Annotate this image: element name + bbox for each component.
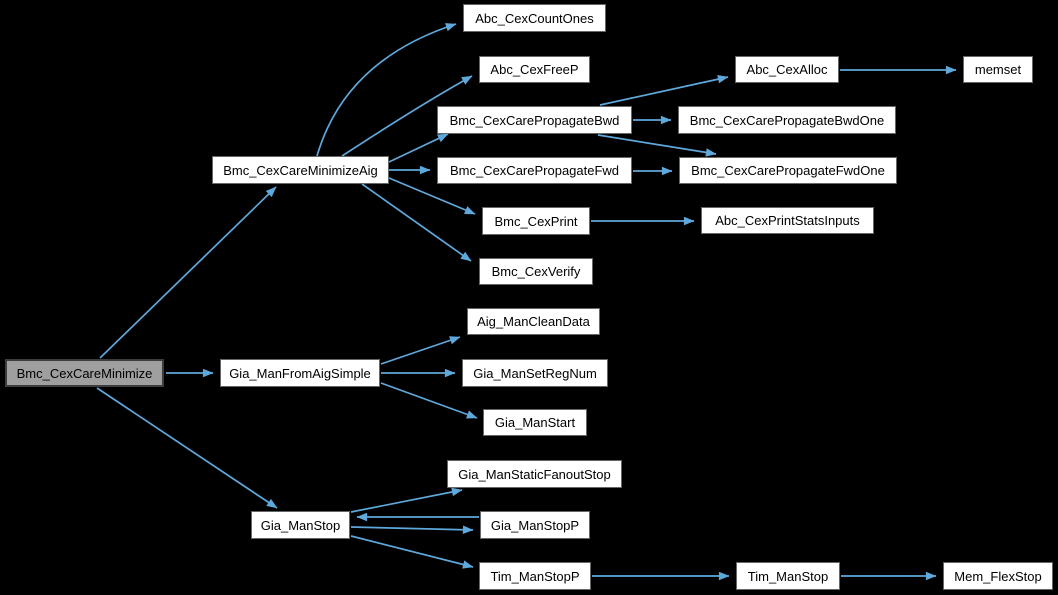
call-edge-Bmc_CexCarePropagateBwd--Bmc_CexCarePropagateFwdOne bbox=[597, 134, 717, 157]
graph-node-Mem_FlexStop[interactable]: Mem_FlexStop bbox=[943, 562, 1053, 590]
call-edge-Bmc_CexCareMinimizeAig--Bmc_CexPrint bbox=[388, 177, 476, 215]
graph-node-label: Bmc_CexPrint bbox=[494, 213, 578, 229]
graph-node-Tim_ManStop[interactable]: Tim_ManStop bbox=[736, 562, 840, 590]
graph-node-label: Abc_CexCountOnes bbox=[475, 10, 594, 26]
graph-node-Abc_CexAlloc[interactable]: Abc_CexAlloc bbox=[735, 56, 839, 83]
graph-node-Gia_ManSetRegNum[interactable]: Gia_ManSetRegNum bbox=[462, 359, 608, 387]
call-edge-Bmc_CexCareMinimizeAig--Abc_CexCountOnes bbox=[316, 23, 457, 157]
graph-node-label: Bmc_CexVerify bbox=[491, 264, 581, 279]
call-edge-Gia_ManFromAigSimple--Aig_ManCleanData bbox=[380, 336, 461, 365]
graph-node-Bmc_CexCarePropagateFwdOne[interactable]: Bmc_CexCarePropagateFwdOne bbox=[679, 157, 897, 184]
call-edge-Gia_ManStop--Gia_ManStaticFanoutStop bbox=[350, 487, 463, 513]
graph-node-label: Tim_ManStopP bbox=[490, 568, 580, 584]
graph-node-label: Abc_CexAlloc bbox=[746, 62, 828, 77]
graph-node-Bmc_CexPrint[interactable]: Bmc_CexPrint bbox=[482, 207, 590, 235]
graph-node-label: Bmc_CexCarePropagateBwd bbox=[449, 112, 620, 128]
graph-node-Gia_ManStaticFanoutStop[interactable]: Gia_ManStaticFanoutStop bbox=[447, 460, 622, 488]
graph-node-label: Abc_CexFreeP bbox=[490, 62, 579, 77]
call-edge-Gia_ManStop--Tim_ManStopP bbox=[350, 535, 474, 569]
graph-node-Bmc_CexCarePropagateBwd[interactable]: Bmc_CexCarePropagateBwd bbox=[437, 106, 632, 134]
call-edge-Bmc_CexCareMinimize--Gia_ManStop bbox=[96, 387, 278, 509]
graph-node-label: Tim_ManStop bbox=[747, 568, 829, 584]
graph-node-label: Gia_ManSetRegNum bbox=[473, 365, 597, 381]
graph-node-label: Gia_ManFromAigSimple bbox=[229, 365, 371, 381]
graph-node-Gia_ManStopP[interactable]: Gia_ManStopP bbox=[480, 511, 590, 539]
graph-node-label: memset bbox=[974, 62, 1022, 77]
graph-node-Abc_CexCountOnes[interactable]: Abc_CexCountOnes bbox=[463, 4, 606, 32]
graph-node-label: Bmc_CexCarePropagateFwdOne bbox=[691, 163, 885, 178]
graph-node-label: Bmc_CexCarePropagateFwd bbox=[449, 163, 620, 178]
graph-node-label: Gia_ManStart bbox=[494, 415, 576, 430]
call-edge-Gia_ManStop--Gia_ManStopP bbox=[350, 525, 474, 535]
call-edge-Bmc_CexCarePropagateBwd--Abc_CexAlloc bbox=[599, 75, 729, 106]
graph-node-label: Bmc_CexCareMinimize bbox=[16, 365, 153, 381]
graph-node-Abc_CexFreeP[interactable]: Abc_CexFreeP bbox=[479, 56, 590, 83]
graph-node-label: Mem_FlexStop bbox=[954, 568, 1042, 584]
graph-node-Bmc_CexCarePropagateBwdOne[interactable]: Bmc_CexCarePropagateBwdOne bbox=[678, 106, 896, 134]
graph-node-Bmc_CexCarePropagateFwd[interactable]: Bmc_CexCarePropagateFwd bbox=[437, 157, 632, 184]
call-edge-Bmc_CexCareMinimize--Bmc_CexCareMinimizeAig bbox=[99, 186, 277, 359]
graph-node-label: Bmc_CexCarePropagateBwdOne bbox=[689, 112, 885, 128]
graph-node-memset[interactable]: memset bbox=[963, 56, 1033, 83]
graph-node-Abc_CexPrintStatsInputs[interactable]: Abc_CexPrintStatsInputs bbox=[701, 207, 874, 234]
graph-node-label: Bmc_CexCareMinimizeAig bbox=[223, 162, 378, 178]
call-edge-Bmc_CexCareMinimizeAig--Bmc_CexVerify bbox=[361, 183, 472, 262]
graph-node-Tim_ManStopP[interactable]: Tim_ManStopP bbox=[479, 562, 591, 590]
graph-node-Gia_ManStart[interactable]: Gia_ManStart bbox=[483, 409, 587, 436]
graph-node-Aig_ManCleanData[interactable]: Aig_ManCleanData bbox=[467, 308, 600, 335]
graph-node-Bmc_CexCareMinimizeAig[interactable]: Bmc_CexCareMinimizeAig bbox=[212, 156, 389, 184]
graph-node-label: Abc_CexPrintStatsInputs bbox=[715, 213, 860, 228]
graph-node-label: Gia_ManStopP bbox=[490, 517, 580, 533]
graph-node-label: Gia_ManStaticFanoutStop bbox=[458, 466, 611, 482]
graph-node-Bmc_CexCareMinimize: Bmc_CexCareMinimize bbox=[5, 359, 164, 387]
call-edge-Bmc_CexCareMinimizeAig--Bmc_CexCarePropagateBwd bbox=[388, 133, 449, 163]
call-edge-Gia_ManFromAigSimple--Gia_ManStart bbox=[380, 382, 478, 419]
graph-node-Bmc_CexVerify[interactable]: Bmc_CexVerify bbox=[479, 258, 593, 285]
graph-node-Gia_ManStop[interactable]: Gia_ManStop bbox=[251, 511, 350, 539]
call-edge-Bmc_CexCareMinimizeAig--Abc_CexFreeP bbox=[341, 75, 473, 157]
graph-node-Gia_ManFromAigSimple[interactable]: Gia_ManFromAigSimple bbox=[220, 359, 380, 387]
graph-node-label: Aig_ManCleanData bbox=[477, 314, 590, 329]
graph-node-label: Gia_ManStop bbox=[260, 517, 341, 533]
